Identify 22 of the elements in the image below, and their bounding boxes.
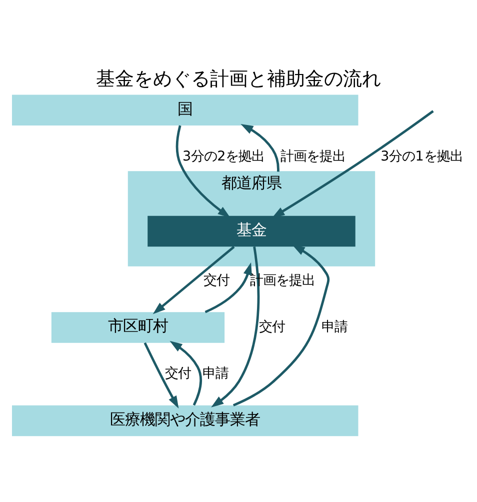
edge-label: 交付 [259,320,286,336]
edge-label: 計画を提出 [280,149,346,164]
arrow [152,246,235,314]
edge-label: 3分の2を拠出 [182,149,265,164]
arrow [272,110,434,218]
edge-label: 交付 [203,273,230,288]
node-box: 国 [12,94,358,126]
arrow [176,125,230,218]
node-box: 基金 [148,216,356,247]
diagram-title: 基金をめぐる計画と補助金の流れ [96,67,381,90]
edge-label: 交付 [164,366,191,382]
arrow [240,124,280,172]
arrow [170,340,202,406]
arrow [144,342,179,408]
arrow [204,262,252,314]
edge-label: 申請 [322,320,348,336]
node-box: 市区町村 [51,312,225,343]
edge-label: 3分の1を拠出 [380,149,463,164]
arrow [232,244,330,406]
edge-label: 申請 [202,366,228,382]
node-box: 医療機関や介護事業者 [12,405,358,436]
arrow [211,246,260,408]
